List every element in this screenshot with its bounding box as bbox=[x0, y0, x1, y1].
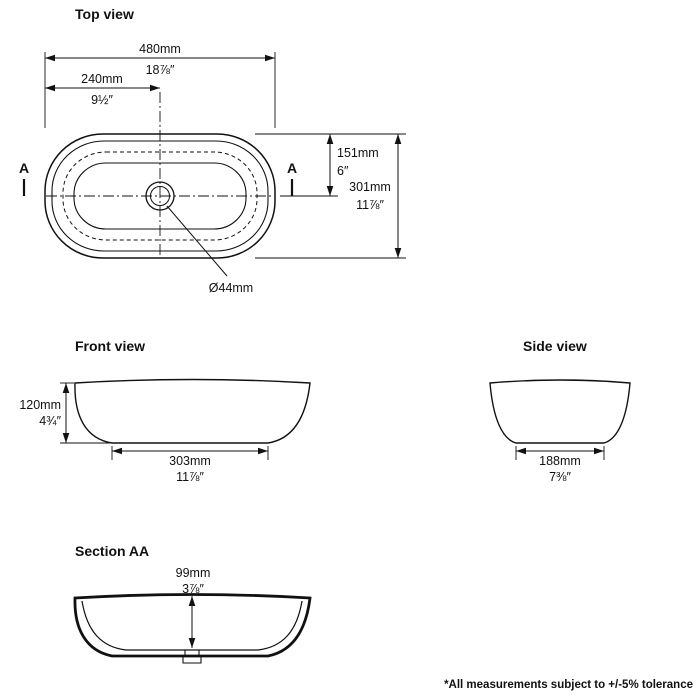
section-inner-wall bbox=[81, 600, 303, 651]
section-outer-outline bbox=[73, 593, 312, 658]
dim-301-in: 11⅞″ bbox=[356, 198, 384, 212]
dim-480-mm: 480mm bbox=[139, 42, 181, 56]
side-view-title: Side view bbox=[523, 338, 587, 354]
drain-leader-line bbox=[166, 205, 228, 277]
drain-diameter-label: Ø44mm bbox=[209, 281, 253, 295]
section-view-title: Section AA bbox=[75, 543, 149, 559]
dim-480-in: 18⅞″ bbox=[146, 63, 175, 77]
dim-120-in: 4¾″ bbox=[39, 414, 61, 428]
front-view: Front view 120mm 4¾″ 303mm 11⅞″ bbox=[19, 338, 311, 484]
top-view: Top view Ø44mm 480mm 18⅞″ 240mm 9½″ 151m… bbox=[19, 6, 406, 295]
front-view-title: Front view bbox=[75, 338, 145, 354]
dim-188-mm: 188mm bbox=[539, 454, 581, 468]
dim-99-in: 3⅞″ bbox=[182, 582, 204, 596]
side-view: Side view 188mm 7⅜″ bbox=[489, 338, 631, 484]
section-marker-a-right: A bbox=[287, 160, 297, 176]
dim-301-mm: 301mm bbox=[349, 180, 391, 194]
side-outline bbox=[489, 379, 631, 444]
dim-240-mm: 240mm bbox=[81, 72, 123, 86]
tolerance-footnote: *All measurements subject to +/-5% toler… bbox=[444, 679, 693, 691]
dim-240-in: 9½″ bbox=[91, 93, 113, 107]
dim-151-in: 6″ bbox=[337, 164, 349, 178]
section-aa-view: Section AA 99mm 3⅞″ bbox=[73, 543, 312, 664]
drain-outer-circle bbox=[145, 181, 175, 211]
dim-303-mm: 303mm bbox=[169, 454, 211, 468]
front-outline bbox=[74, 378, 311, 444]
top-view-title: Top view bbox=[75, 6, 134, 22]
dim-188-in: 7⅜″ bbox=[549, 470, 571, 484]
dim-99-mm: 99mm bbox=[176, 566, 211, 580]
dim-120-mm: 120mm bbox=[19, 398, 61, 412]
drain-inner-circle bbox=[150, 186, 170, 206]
drain-fitting bbox=[182, 656, 202, 664]
dim-151-mm: 151mm bbox=[337, 146, 379, 160]
dim-303-in: 11⅞″ bbox=[176, 470, 204, 484]
section-marker-a-left: A bbox=[19, 160, 29, 176]
